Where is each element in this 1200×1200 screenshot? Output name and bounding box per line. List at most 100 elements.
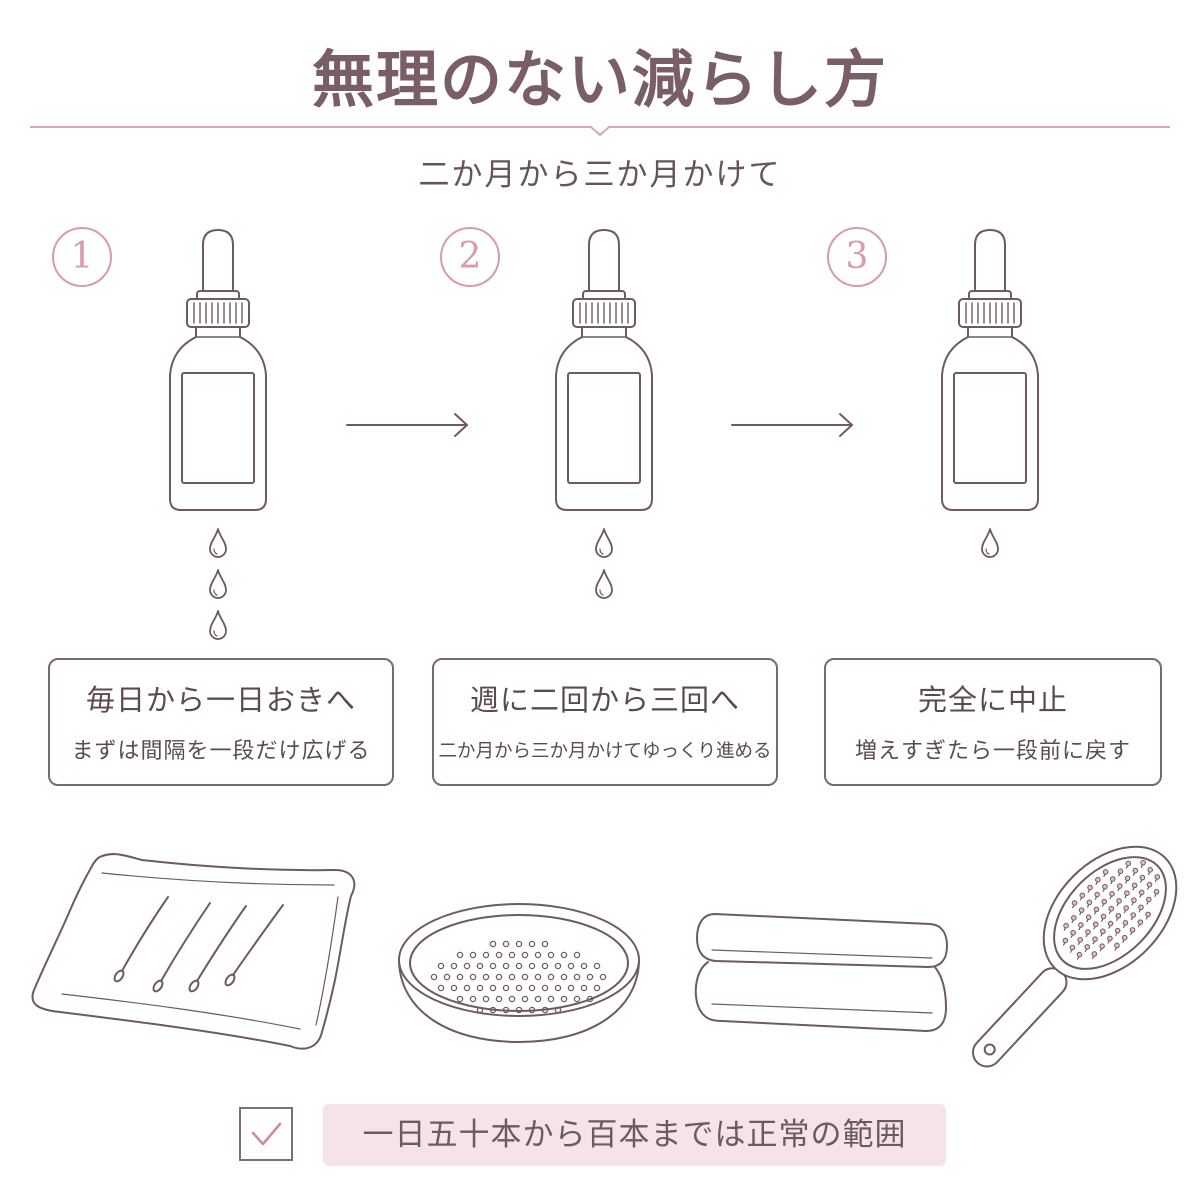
brush-handle-hole	[983, 1043, 996, 1056]
step-description: まずは間隔を一段だけ広げる	[71, 739, 371, 764]
bristle-tip	[1114, 927, 1121, 934]
bristle-tip	[1094, 891, 1100, 898]
drop-icon	[209, 610, 227, 640]
bristle-tip	[1099, 943, 1105, 949]
bristle-tip	[1107, 920, 1114, 927]
bristle-tip	[1154, 874, 1161, 880]
strainer-rim	[398, 903, 640, 1017]
brush-bristles	[1062, 859, 1161, 960]
towel-bottom	[694, 961, 947, 1032]
strainer-hole	[469, 951, 477, 959]
strainer-hole	[482, 995, 490, 1003]
strainer-hole	[521, 951, 529, 959]
bristle-tip	[1069, 944, 1076, 951]
hair-strand	[196, 905, 247, 982]
step-box-2: 週に二回から三回へ 二か月から三か月かけてゆっくり進める	[432, 658, 778, 786]
strainer-hole	[502, 940, 510, 948]
strainer-hole	[573, 995, 581, 1003]
bristle-tip	[1095, 876, 1101, 883]
bristle-tip	[1093, 906, 1100, 913]
bristle-tip	[1101, 898, 1108, 905]
pillow-icon	[31, 853, 356, 1050]
check-mark-icon	[251, 1122, 282, 1146]
strainer-hole	[534, 951, 542, 959]
strainer-hole	[586, 995, 594, 1003]
strainer-hole	[580, 984, 588, 992]
bristle-tip	[1115, 912, 1122, 919]
towel-icon	[694, 913, 948, 1032]
bristle-tip	[1085, 929, 1091, 935]
strainer-hole	[502, 962, 510, 970]
strainer-hole	[450, 962, 458, 970]
strainer-hole	[521, 995, 529, 1003]
bristle-tip	[1078, 907, 1085, 913]
bristle-tip	[1129, 927, 1136, 933]
strainer-hole	[508, 995, 516, 1003]
strainer-holes	[430, 940, 607, 1014]
strainer-hole	[541, 940, 549, 948]
bristle-tip	[1102, 869, 1109, 875]
bristle-tip	[1123, 905, 1129, 911]
towel-top-edge	[711, 949, 933, 959]
bristle-tip	[1116, 898, 1122, 904]
strainer-hole	[489, 940, 497, 948]
bristle-tip	[1071, 915, 1077, 921]
strainer-hole	[502, 1006, 510, 1014]
step-box-3: 完全に中止 増えすぎたら一段前に戻す	[824, 658, 1162, 786]
strainer-hole	[463, 984, 471, 992]
bristle-tip	[1079, 892, 1086, 899]
strainer-hole	[580, 962, 588, 970]
bristle-tip	[1109, 891, 1115, 897]
towel-bottom-edge	[711, 1003, 933, 1014]
arrow-right-icon	[346, 413, 468, 437]
drop-icon	[595, 569, 613, 599]
page-title: 無理のない減らし方	[311, 43, 888, 116]
bristle-tip	[1086, 899, 1093, 906]
bristle-tip	[1145, 911, 1151, 918]
bristle-tip	[1124, 890, 1130, 896]
towel-top	[696, 913, 948, 968]
strainer-hole	[495, 973, 503, 981]
strainer-hole	[430, 973, 438, 981]
strainer-hole	[456, 995, 464, 1003]
dropper-bottle-icon	[941, 229, 1039, 511]
strainer-hole	[534, 995, 542, 1003]
drop-icon	[209, 528, 227, 558]
strainer-hole	[528, 940, 536, 948]
bristle-tip	[1109, 876, 1116, 882]
strainer-hole	[469, 995, 477, 1003]
strainer-hole	[437, 962, 445, 970]
strainer-hole	[508, 973, 516, 981]
strainer-base	[398, 961, 640, 1044]
arrow-head	[839, 413, 853, 437]
strainer-hole	[521, 973, 529, 981]
strainer-hole	[489, 962, 497, 970]
strainer-hole	[515, 1006, 523, 1014]
strainer-hole	[528, 962, 536, 970]
bristle-tip	[1087, 884, 1093, 891]
strainer-hole	[456, 973, 464, 981]
bristle-tip	[1092, 936, 1098, 942]
strainer-hole	[547, 951, 555, 959]
bristle-tip	[1117, 868, 1124, 875]
strainer-hole	[554, 984, 562, 992]
strainer-hole	[567, 984, 575, 992]
checkbox-frame	[239, 1107, 293, 1161]
strainer-hole	[476, 1006, 484, 1014]
bristle-tip	[1137, 919, 1144, 925]
page-subtitle: 二か月から三か月かけて	[418, 157, 782, 193]
hairbrush-icon	[971, 845, 1178, 1068]
strainer-hole	[469, 973, 477, 981]
strainer-hole	[476, 984, 484, 992]
hair-root	[188, 979, 200, 993]
bristle-tip	[1130, 912, 1137, 918]
step-number-3: 3	[827, 227, 887, 287]
brush-handle-body	[971, 967, 1068, 1068]
step-description: 二か月から三か月かけてゆっくり進める	[438, 741, 772, 762]
hair-root	[152, 979, 164, 993]
strainer-hole	[560, 951, 568, 959]
bristle-tip	[1131, 882, 1138, 889]
bristle-tip	[1124, 875, 1131, 882]
strainer-inner-rim	[409, 914, 629, 1012]
